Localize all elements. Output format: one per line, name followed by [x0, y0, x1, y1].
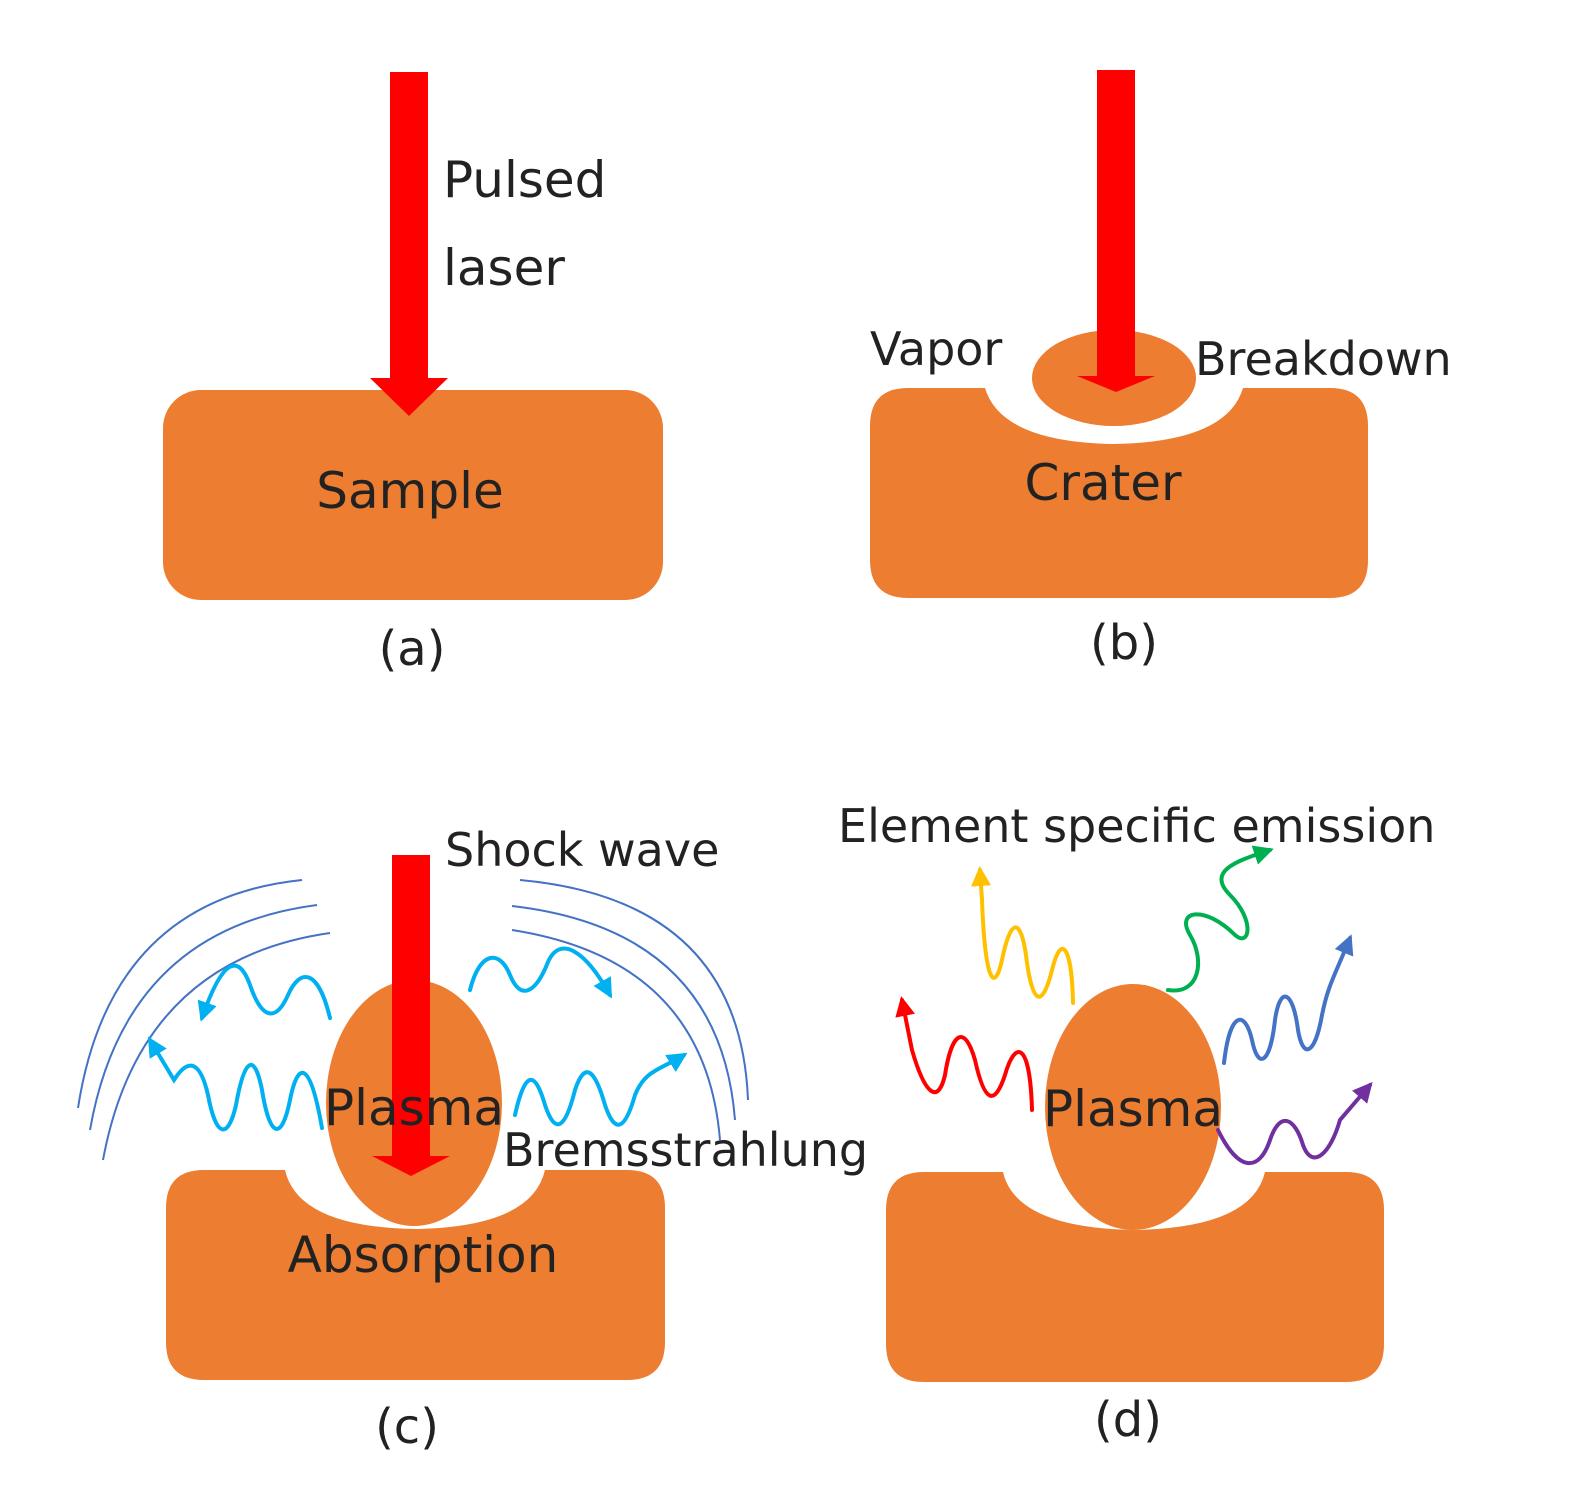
laser-arrow	[1077, 70, 1155, 392]
wave-upper-left	[197, 963, 332, 1022]
crater-sample-block	[166, 1170, 665, 1380]
emission-blue	[1222, 934, 1354, 1065]
shock-wave-left	[77, 879, 331, 1161]
emission-yellow	[971, 866, 1075, 1005]
absorption-label: Absorption	[288, 1226, 559, 1284]
panel-c: Shock wave Plasma Bremsstrahlung Absorpt…	[77, 823, 868, 1455]
plasma	[1045, 984, 1221, 1230]
bremsstrahlung-waves	[147, 946, 688, 1132]
emission-green	[1166, 845, 1274, 993]
caption-d: (d)	[1094, 1392, 1162, 1448]
shock-wave-right	[511, 879, 749, 1141]
laser-label-line2: laser	[443, 239, 565, 297]
plasma-label: Plasma	[1043, 1080, 1223, 1138]
sample-block	[163, 390, 663, 600]
caption-b: (b)	[1090, 615, 1158, 671]
plasma-label: Plasma	[324, 1079, 504, 1137]
laser-arrow	[372, 855, 450, 1176]
panel-b: Vapor Breakdown Crater (b)	[870, 70, 1452, 671]
wave-lower-left	[147, 1036, 324, 1132]
caption-a: (a)	[379, 621, 446, 677]
laser-arrow	[370, 72, 448, 416]
emission-purple	[1216, 1081, 1373, 1166]
emission-waves	[895, 845, 1373, 1166]
wave-lower-right	[513, 1052, 688, 1127]
sample-label: Sample	[316, 462, 503, 520]
vapor-label: Vapor	[870, 322, 1002, 376]
laser-label-line1: Pulsed	[443, 151, 606, 209]
shock-wave-label: Shock wave	[445, 823, 719, 877]
crater-sample-block	[870, 388, 1368, 598]
caption-c: (c)	[375, 1399, 439, 1455]
breakdown-label: Breakdown	[1195, 332, 1452, 386]
panel-d: Element specific emission Plasma (d)	[838, 799, 1435, 1448]
crater-sample-block	[886, 1172, 1384, 1382]
emission-label: Element specific emission	[838, 799, 1435, 853]
panel-a: Pulsed laser Sample (a)	[163, 72, 663, 677]
crater-label: Crater	[1024, 454, 1181, 512]
emission-red	[895, 996, 1034, 1112]
bremsstrahlung-label: Bremsstrahlung	[503, 1123, 868, 1177]
wave-upper-right	[468, 946, 612, 999]
